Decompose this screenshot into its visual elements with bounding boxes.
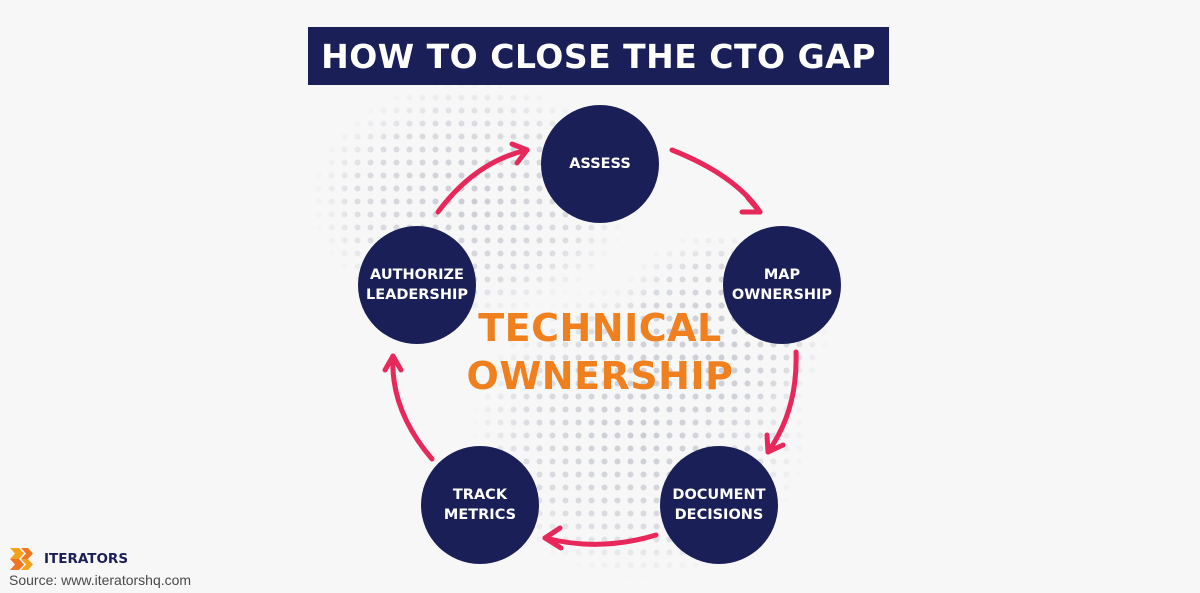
node-document-decisions: DOCUMENT DECISIONS <box>660 446 778 564</box>
node-assess: ASSESS <box>541 105 659 223</box>
node-label-map-ownership: MAP OWNERSHIP <box>731 267 833 303</box>
arrow-track-metrics-to-authorize-leadership <box>390 353 435 462</box>
center-label: TECHNICAL OWNERSHIP <box>466 306 734 398</box>
title-banner: HOW TO CLOSE THE CTO GAP <box>308 27 889 85</box>
node-track-metrics: TRACK METRICS <box>421 446 539 564</box>
brand-name: ITERATORS <box>44 551 129 567</box>
arrowhead-document-decisions <box>764 432 786 455</box>
node-label-assess: ASSESS <box>569 156 631 172</box>
node-label-authorize-leadership: AUTHORIZE LEADERSHIP <box>365 267 469 303</box>
arrow-document-decisions-to-track-metrics <box>542 532 659 547</box>
arrowhead-assess <box>509 141 530 166</box>
arrowhead-authorize-leadership <box>382 353 404 373</box>
arrowhead-track-metrics <box>542 525 564 551</box>
source-credit: Source: www.iteratorshq.com <box>9 572 192 588</box>
node-authorize-leadership: AUTHORIZE LEADERSHIP <box>358 226 476 344</box>
arrow-authorize-leadership-to-assess <box>435 147 530 215</box>
brand: ITERATORS <box>10 548 128 570</box>
arrow-map-ownership-to-document-decisions <box>765 349 799 455</box>
page-title: HOW TO CLOSE THE CTO GAP <box>321 36 876 76</box>
node-label-document-decisions: DOCUMENT DECISIONS <box>672 487 766 523</box>
node-map-ownership: MAP OWNERSHIP <box>723 226 841 344</box>
iterators-logo-icon <box>10 548 33 570</box>
node-label-track-metrics: TRACK METRICS <box>443 487 517 523</box>
cycle-arrows <box>382 141 799 551</box>
arrowhead-map-ownership <box>739 195 763 215</box>
